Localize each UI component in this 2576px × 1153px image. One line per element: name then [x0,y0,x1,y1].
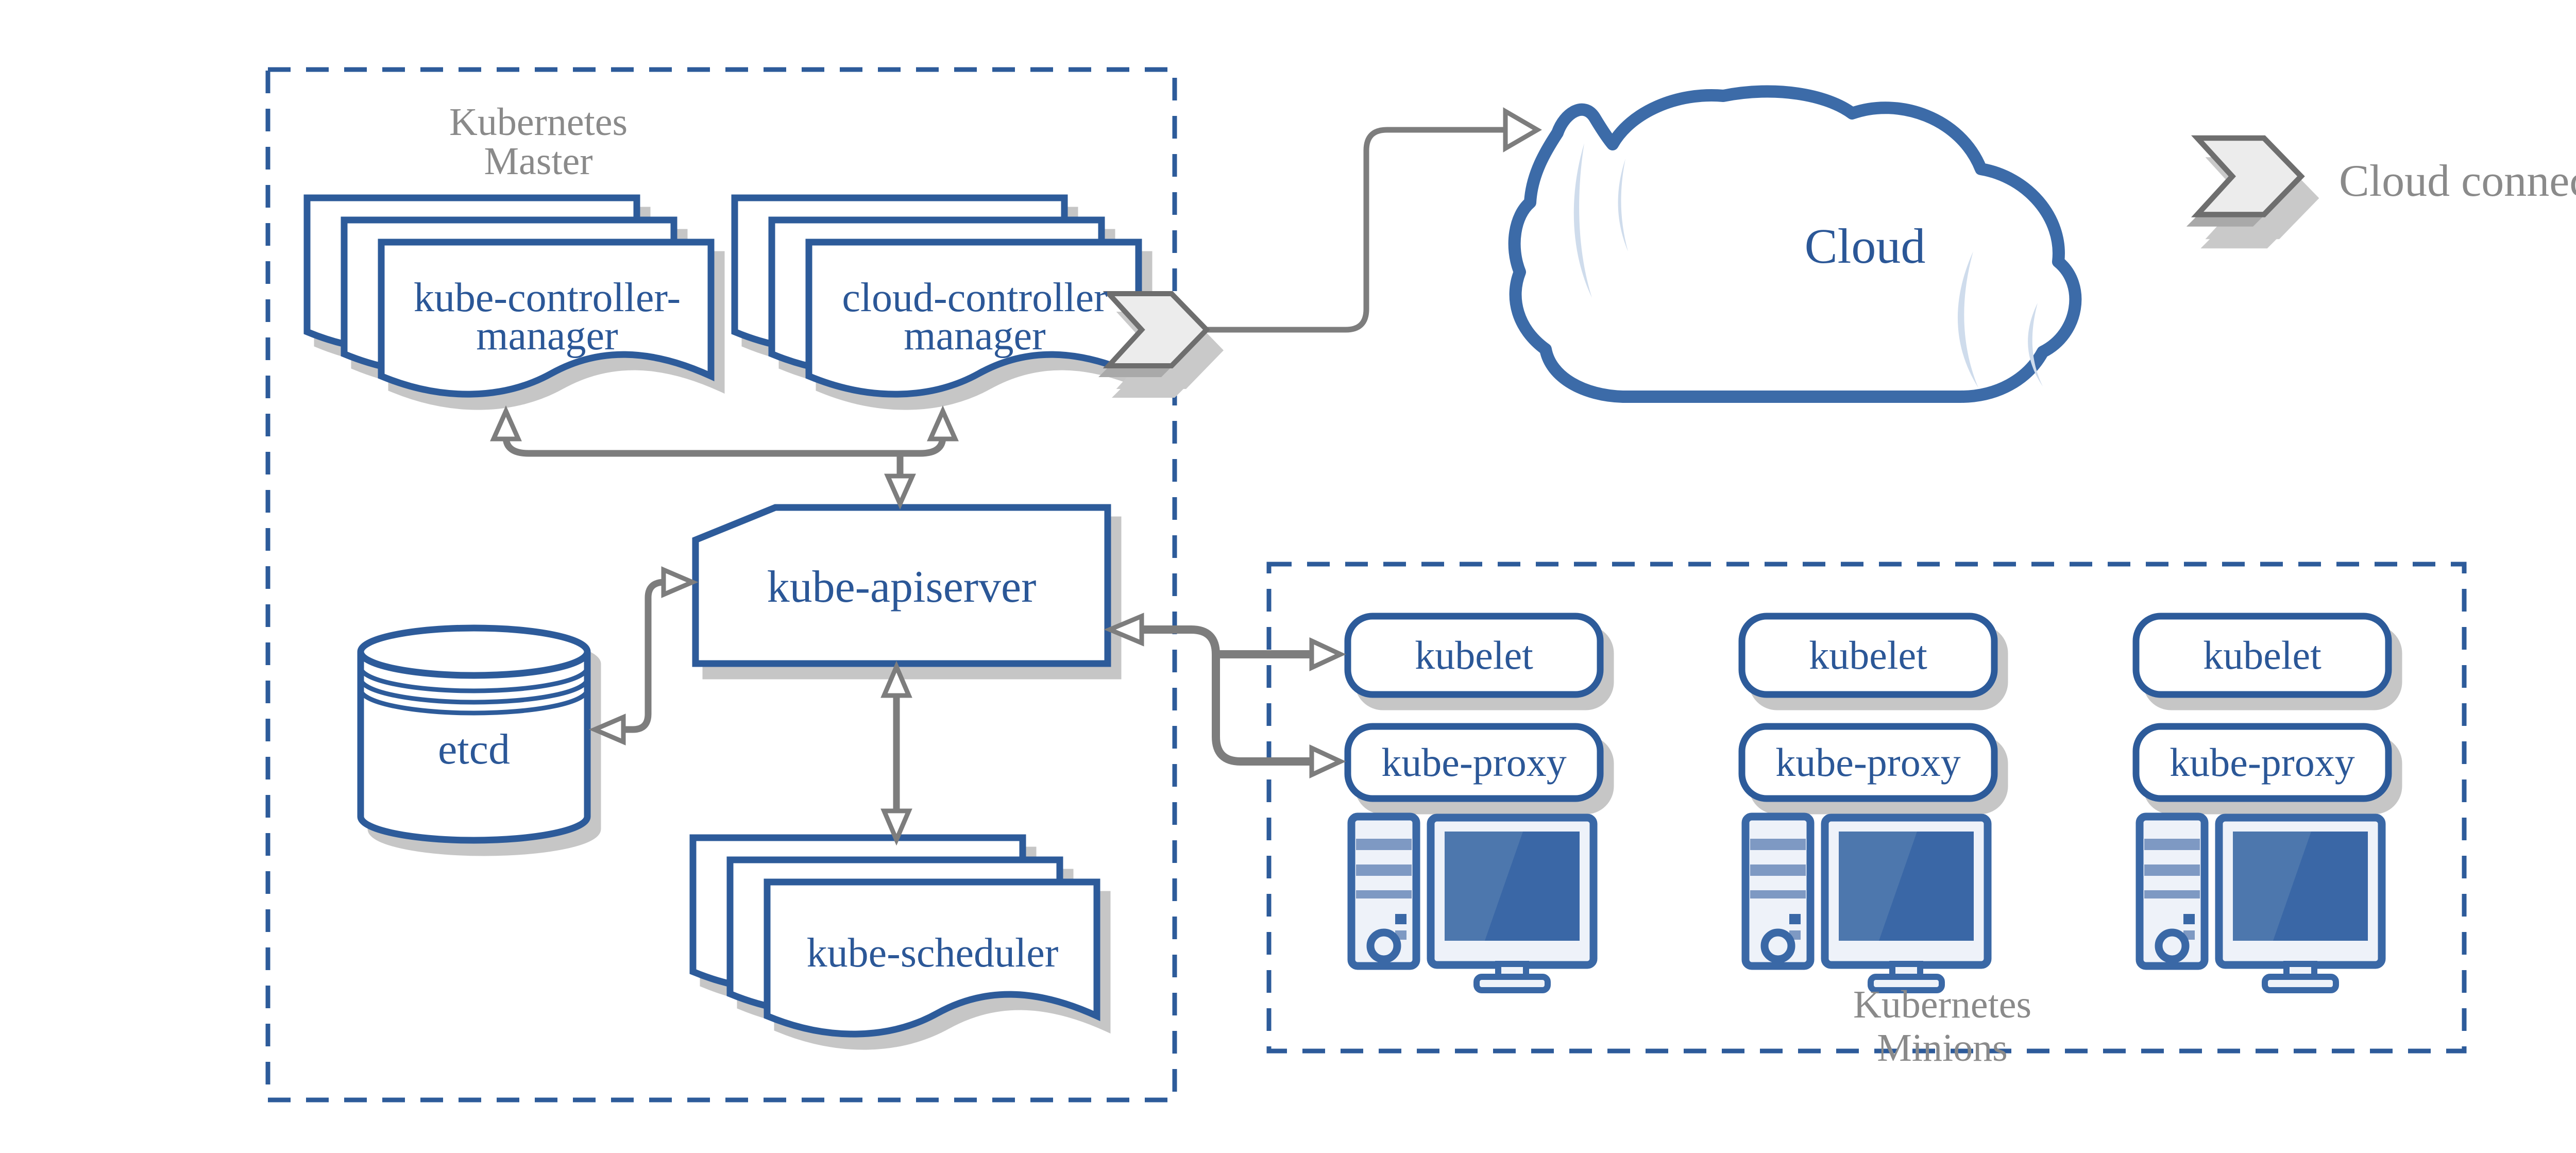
etcd-apiserver-connector [588,566,699,745]
kube-proxy-node-2 [1738,723,1998,802]
etcd-label: etcd [438,725,510,773]
apiserver-scheduler-connector [880,660,912,846]
kube-apiserver-node [692,504,1111,667]
master-region-title-line2: Master [484,140,593,183]
kube-proxy-label-2: kube-proxy [1775,740,1961,785]
cloud-icon [1508,85,2082,403]
kube-proxy-node-1 [1344,723,1604,802]
kube-proxy-label-3: kube-proxy [2170,740,2355,785]
kube-controller-manager-label-line2: manager [476,313,618,359]
minions-region-title-line2: Minions [1877,1026,2008,1070]
kube-proxy-label-1: kube-proxy [1381,740,1567,785]
kube-proxy-node-3 [2132,723,2392,802]
apiserver-minions-connector [1104,613,1346,779]
kube-scheduler-label: kube-scheduler [806,930,1059,976]
cloud-connector-arrow [1203,107,1542,333]
minions-region-title-line1: Kubernetes [1853,983,2032,1026]
desktop-computer-icon-2 [1745,817,1988,990]
kubelet-label-1: kubelet [1415,633,1533,677]
etcd-node [357,624,591,844]
cloud-controller-manager-label-line2: manager [904,313,1046,359]
controller-managers-apiserver-connector [490,405,959,510]
kubelet-label-3: kubelet [2203,633,2321,677]
legend-label: Cloud connector [2339,156,2576,206]
kubelet-node-1 [1344,613,1604,698]
cloud-label: Cloud [1804,218,1926,274]
desktop-computer-icon-3 [2140,817,2382,990]
master-region-title-line1: Kubernetes [449,100,628,144]
kube-controller-manager-label-line1: kube-controller- [413,275,681,320]
master-region-border [265,67,1177,1103]
desktop-computer-icon-1 [1351,817,1594,990]
cloud-controller-manager-label-line1: cloud-controller [842,275,1108,320]
kubelet-node-2 [1738,613,1998,698]
kubelet-node-3 [2132,613,2392,698]
kube-apiserver-label: kube-apiserver [767,562,1037,612]
kubelet-label-2: kubelet [1809,633,1927,677]
legend-chevron-icon [2187,138,2301,227]
